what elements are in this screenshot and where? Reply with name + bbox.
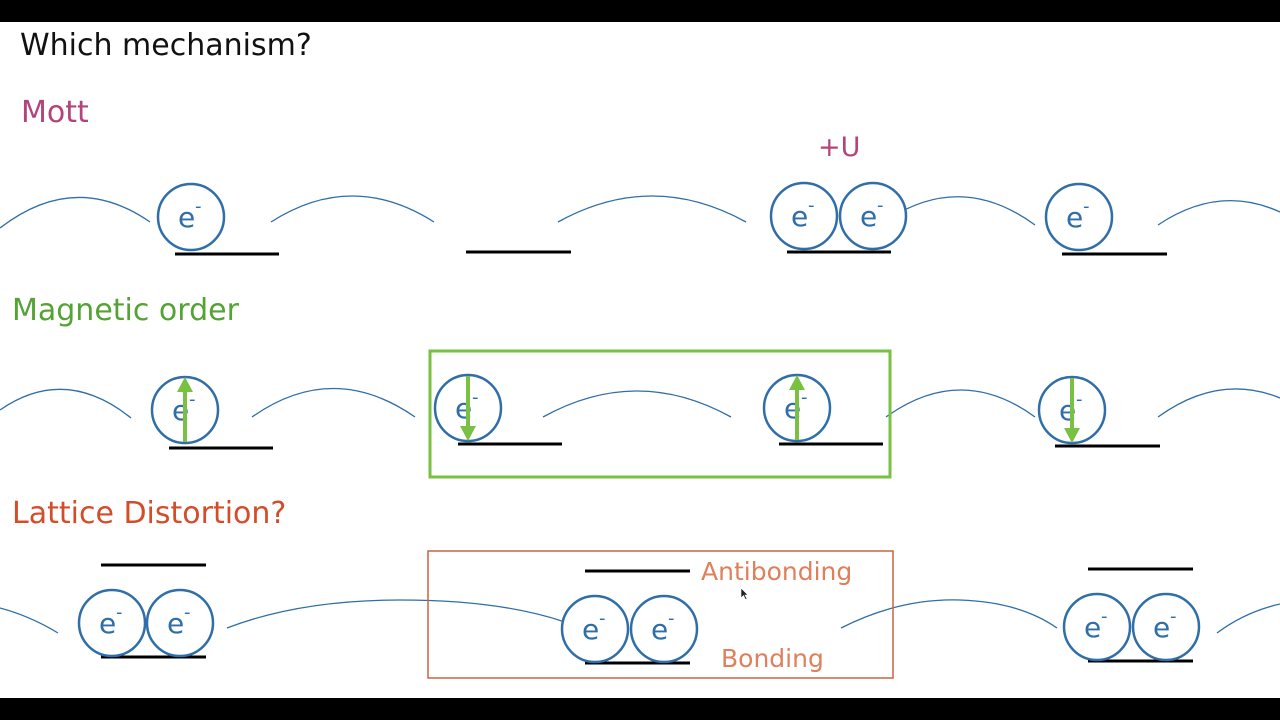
svg-text:e: e [99,607,116,640]
heading-magnetic-order: Magnetic order [12,293,239,328]
spin-up-arrow-icon [789,375,805,440]
mott-electrons: e - e - e - e - [156,181,1114,252]
svg-text:-: - [472,387,479,408]
svg-text:-: - [668,608,675,629]
hopping-curve [0,196,151,229]
hopping-curve [1157,388,1280,418]
electron-icon: e - [150,375,220,445]
svg-text:-: - [808,195,815,216]
hopping-curve [0,388,132,419]
spin-up-arrow-icon [177,377,193,442]
svg-text:-: - [1076,389,1083,410]
hopping-curve [0,607,59,634]
spin-down-arrow-icon [460,376,476,441]
hopping-curve [542,390,732,418]
hopping-curve [251,387,416,418]
mouse-cursor-icon [740,587,749,600]
mott-levels [175,250,1167,256]
lattice-row [0,599,1280,634]
svg-text:-: - [184,602,191,623]
dimer-box [427,550,894,679]
svg-text:e: e [1066,201,1083,234]
hopping-curve [1216,603,1280,634]
svg-text:-: - [1083,196,1090,217]
electron-icon: e - [838,181,908,251]
svg-text:e: e [1153,611,1170,644]
magnetic-unit-cell-box [428,349,892,479]
electron-icon: e - [769,181,839,251]
svg-text:e: e [1084,611,1101,644]
svg-text:-: - [1101,606,1108,627]
bonding-label: Bonding [721,644,824,673]
electron-icon: e - [762,373,832,443]
svg-text:-: - [599,608,606,629]
svg-text:-: - [1170,606,1177,627]
electron-icon: e - [77,588,147,658]
heading-mott: Mott [21,95,89,130]
magnetic-electrons: e - e - e - [150,373,1107,445]
hopping-curve [226,599,566,629]
electron-icon: e - [1131,592,1201,662]
electron-icon: e - [156,182,226,252]
hopping-curve [557,195,747,223]
hopping-curve [1157,199,1280,226]
slide-title: Which mechanism? [20,28,312,63]
svg-text:-: - [801,387,808,408]
svg-text:-: - [116,602,123,623]
electron-icon: e - [433,373,503,443]
hubbard-u-label: +U [818,132,861,163]
svg-text:e: e [178,201,195,234]
svg-text:-: - [195,196,202,217]
electron-icon: e - [1037,375,1107,445]
electron-icon: e - [629,594,699,664]
lattice-levels [101,563,1193,665]
spin-down-arrow-icon [1064,378,1080,443]
hopping-curve [885,389,1036,418]
electron-icon: e - [560,594,630,664]
svg-text:e: e [167,607,184,640]
svg-text:e: e [651,613,668,646]
svg-text:e: e [582,613,599,646]
electron-icon: e - [1062,592,1132,662]
svg-text:-: - [189,389,196,410]
magnetic-row [0,387,1280,419]
lattice-electrons: e - e - e - e - e - [77,588,1201,664]
magnetic-levels [169,442,1160,450]
hopping-curve [270,195,435,223]
electron-icon: e - [145,588,215,658]
slide-canvas [0,22,1280,698]
svg-text:e: e [791,200,808,233]
svg-text:e: e [860,200,877,233]
hopping-curve [840,599,1058,629]
antibonding-label: Antibonding [701,557,853,586]
electron-icon: e - [1044,182,1114,252]
heading-lattice-distortion: Lattice Distortion? [12,496,287,531]
svg-text:-: - [877,195,884,216]
